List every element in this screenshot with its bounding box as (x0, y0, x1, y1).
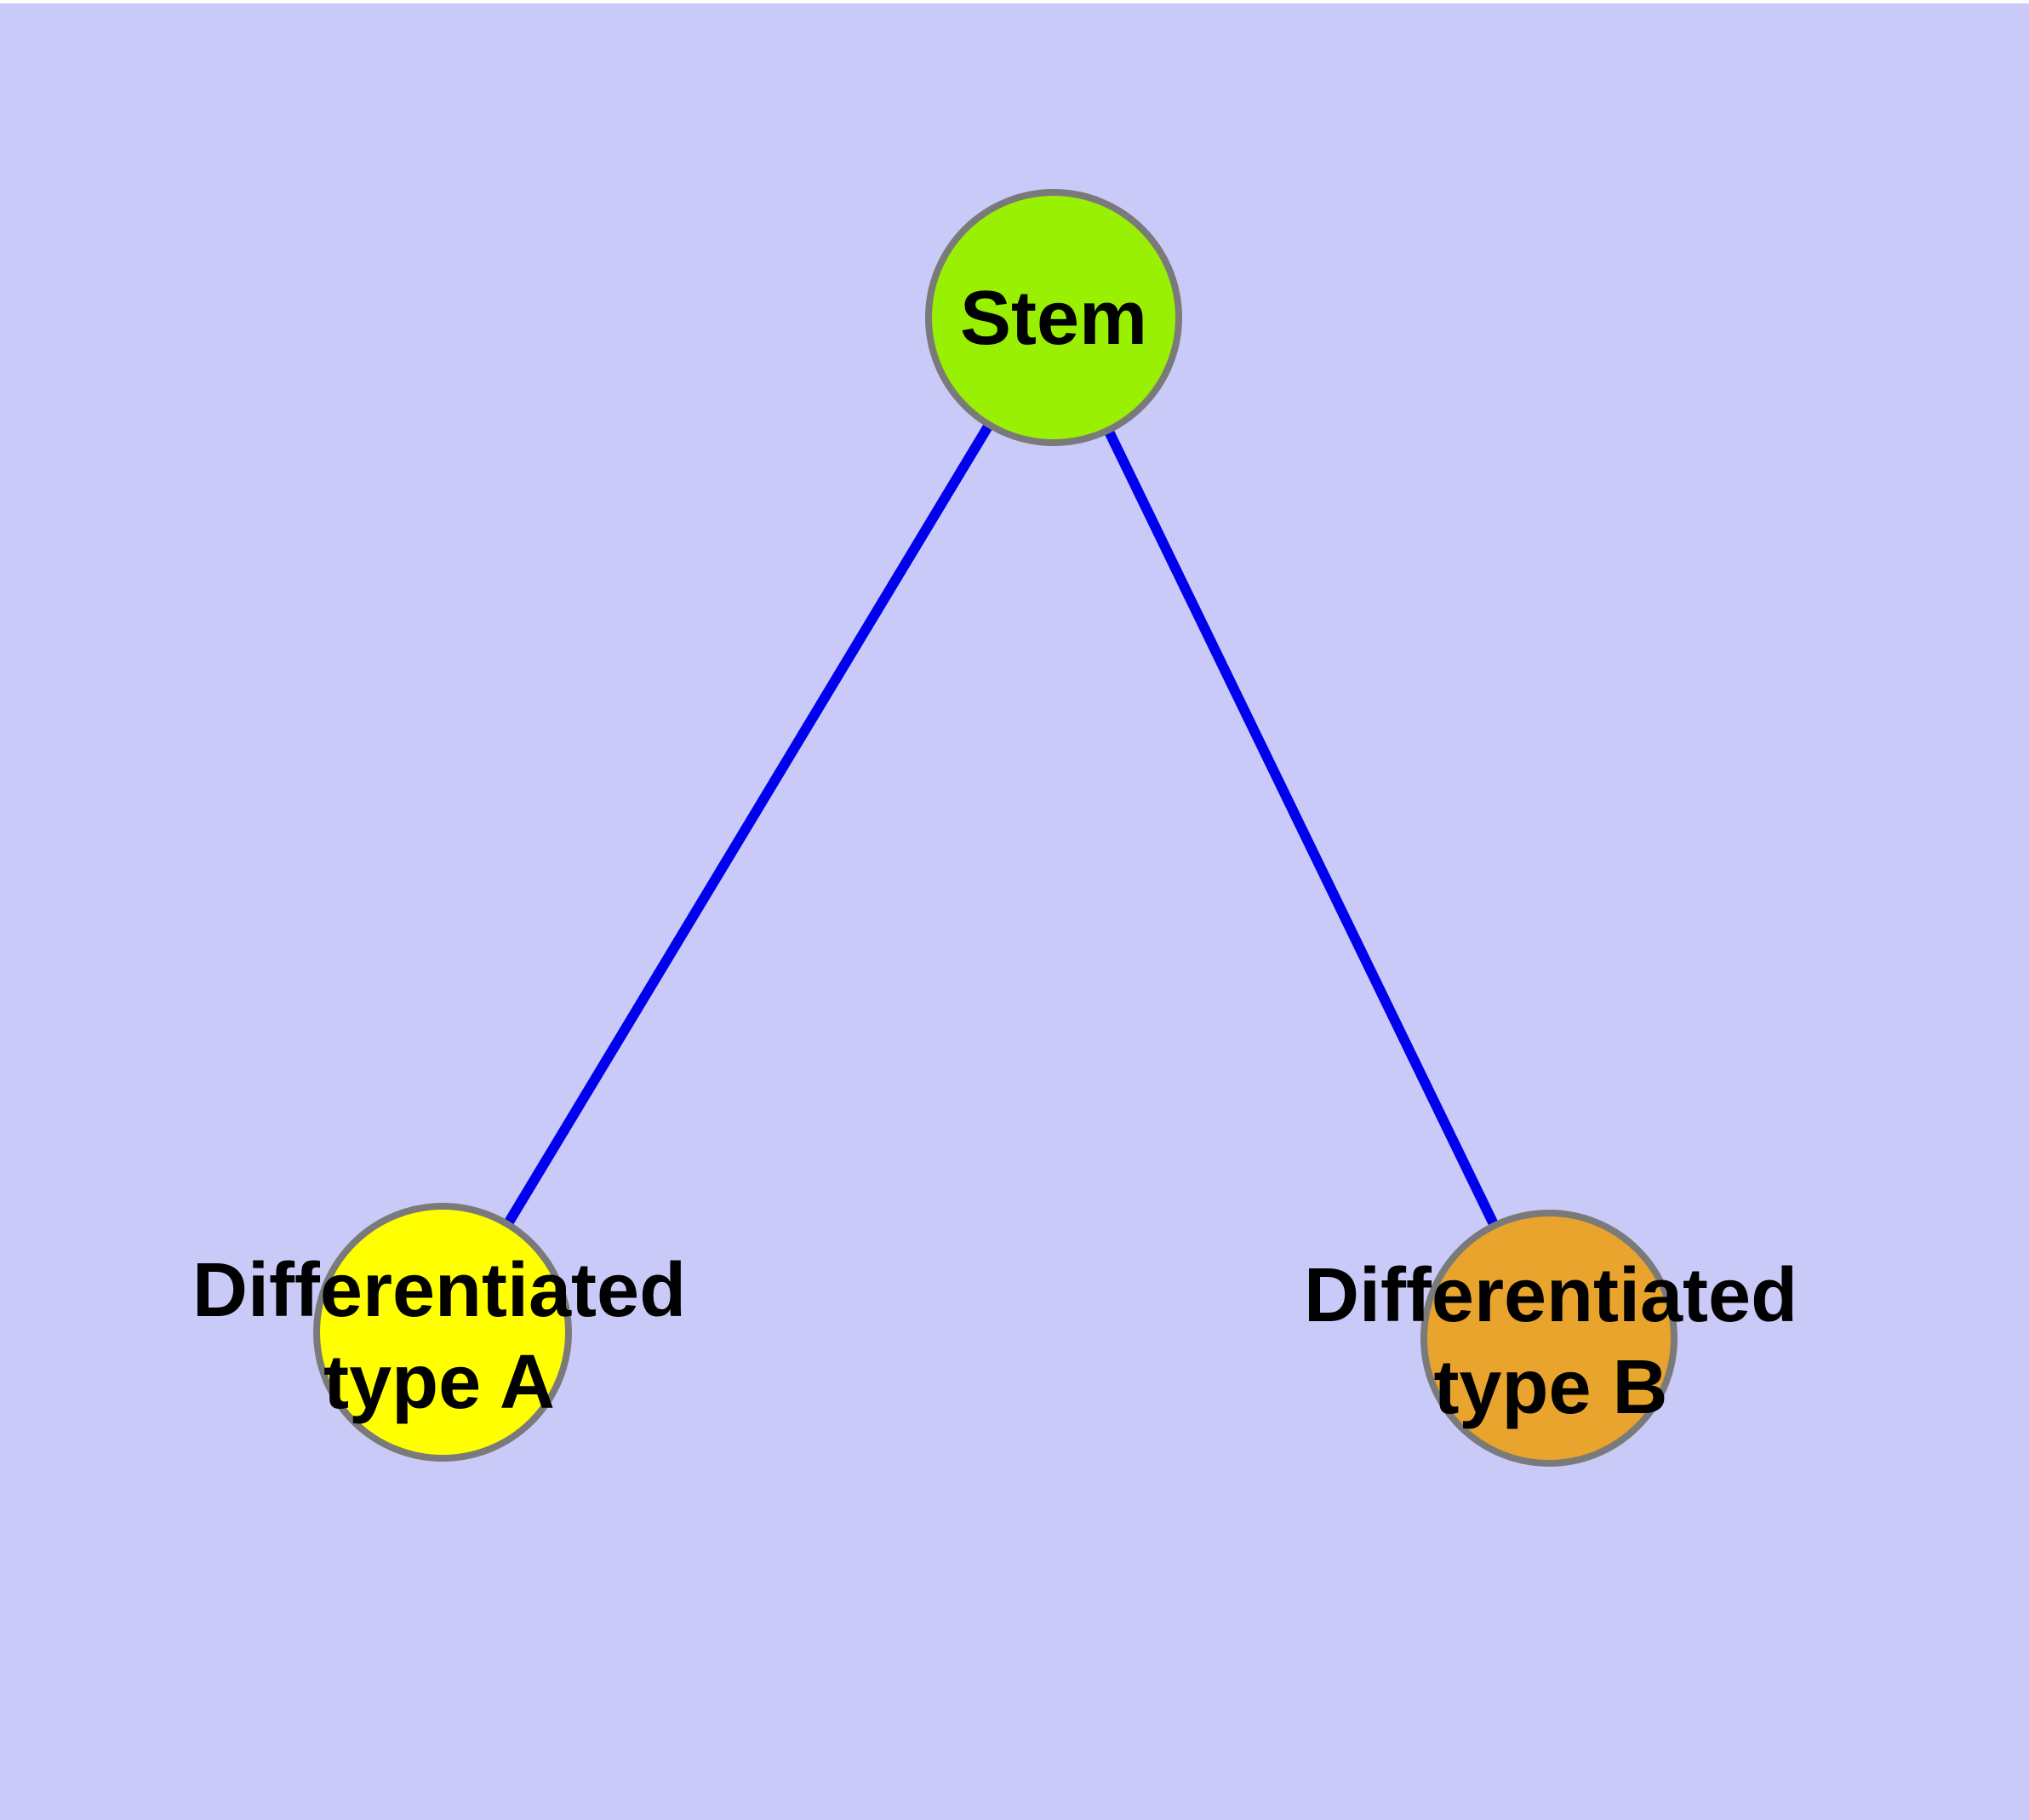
node-type-a-circle (313, 1203, 572, 1462)
node-type-b-circle (1420, 1210, 1677, 1467)
top-border-strip (0, 0, 2029, 3)
node-stem-circle (925, 189, 1182, 446)
edge-stem-to-type-b (1049, 315, 1554, 1341)
edge-stem-to-type-a (437, 314, 1059, 1336)
